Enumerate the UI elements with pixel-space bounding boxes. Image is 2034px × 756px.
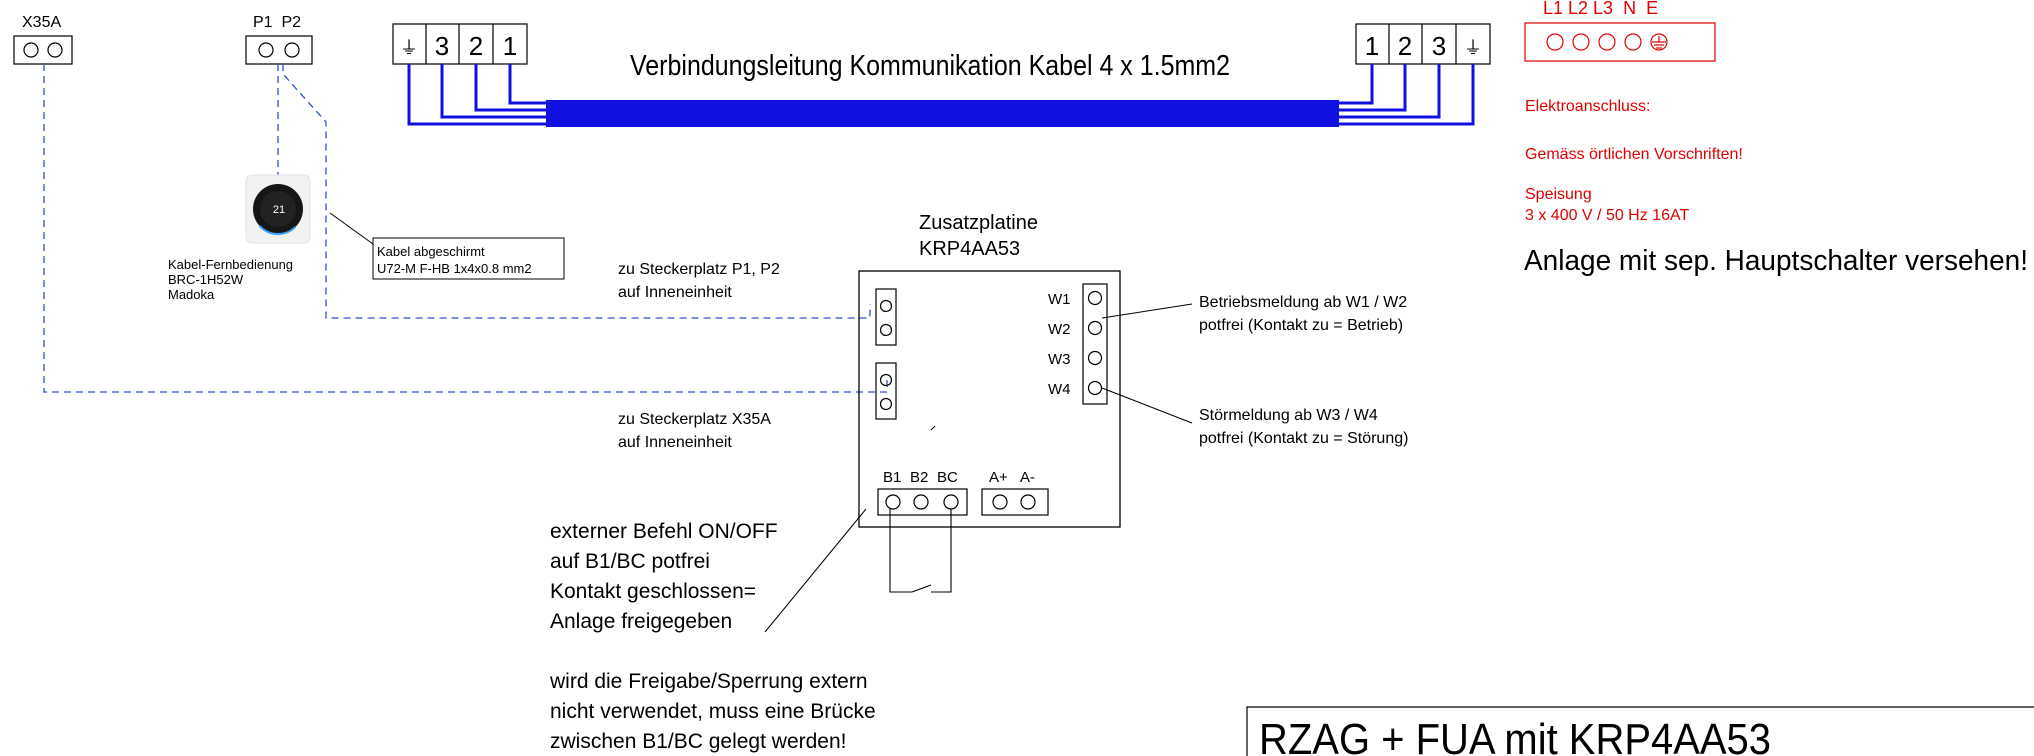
note-bridge: wird die Freigabe/Sperrung extern nicht … <box>549 670 876 753</box>
hauptschalter-note: Anlage mit sep. Hauptschalter versehen! <box>1524 245 2028 277</box>
left-terminal-3: 1 <box>503 31 517 61</box>
w4-label: W4 <box>1048 381 1071 398</box>
cable-note: Kabel abgeschirmt U72-M F-HB 1x4x0.8 mm2 <box>372 237 565 280</box>
power-elektro: Elektroanschluss: <box>1525 98 1650 115</box>
cable-note-line-2: U72-M F-HB 1x4x0.8 mm2 <box>377 261 532 276</box>
remote-display-value: 21 <box>273 204 285 216</box>
extern-leader <box>764 508 867 633</box>
cable-note-line-1: Kabel abgeschirmt <box>377 244 485 259</box>
remote-label-line-2: BRC-1H52W <box>168 272 244 287</box>
svg-text:auf Inneneinheit: auf Inneneinheit <box>618 434 732 451</box>
right-terminal-1: 2 <box>1398 31 1412 61</box>
power-speisung-value: 3 x 400 V / 50 Hz 16AT <box>1525 207 1689 224</box>
a-plus-label: A+ <box>989 469 1008 486</box>
p1p2-terminal: P1 P2 <box>245 14 313 65</box>
left-terminal-2: 2 <box>469 31 483 61</box>
title-block: RZAG + FUA mit KRP4AA53 <box>1246 706 2034 756</box>
svg-text:potfrei (Kontakt zu = Betrieb): potfrei (Kontakt zu = Betrieb) <box>1199 317 1403 334</box>
svg-text:auf Inneneinheit: auf Inneneinheit <box>618 284 732 301</box>
cable-note-leader <box>329 212 374 245</box>
svg-text:zu Steckerplatz P1, P2: zu Steckerplatz P1, P2 <box>618 261 780 278</box>
left-cable-terminal-block: ⏚ 3 2 1 <box>392 23 528 65</box>
remote-label-line-1: Kabel-Fernbedienung <box>168 257 293 272</box>
right-cable-terminal-block: 1 2 3 ⏚ <box>1355 23 1491 65</box>
w1-label: W1 <box>1048 291 1071 308</box>
svg-text:Anlage freigegeben: Anlage freigegeben <box>550 610 732 633</box>
svg-text:nicht verwendet, muss eine Brü: nicht verwendet, muss eine Brücke <box>550 700 876 723</box>
x35a-terminal: X35A <box>13 14 73 65</box>
note-extern: externer Befehl ON/OFF auf B1/BC potfrei… <box>550 520 778 633</box>
a-minus-label: A- <box>1020 469 1035 486</box>
remote-controller: 21 <box>245 174 311 244</box>
x35a-label: X35A <box>22 14 61 31</box>
svg-text:potfrei (Kontakt zu = Störung): potfrei (Kontakt zu = Störung) <box>1199 430 1408 447</box>
p1p2-label: P1 P2 <box>253 14 301 31</box>
external-switch <box>889 509 952 593</box>
svg-text:zu Steckerplatz X35A: zu Steckerplatz X35A <box>618 411 771 428</box>
w3-label: W3 <box>1048 351 1071 368</box>
remote-label: Kabel-Fernbedienung BRC-1H52W Madoka <box>168 257 293 302</box>
b1-label: B1 <box>883 469 901 486</box>
earth-icon <box>1650 33 1668 51</box>
remote-label-line-3: Madoka <box>168 287 215 302</box>
svg-text:KRP4AA53: KRP4AA53 <box>919 238 1020 260</box>
note-p1p2: zu Steckerplatz P1, P2 auf Inneneinheit <box>618 261 780 301</box>
title-block-text: RZAG + FUA mit KRP4AA53 <box>1259 715 1771 756</box>
right-terminal-0: 1 <box>1365 31 1379 61</box>
power-terminal: L1 L2 L3 N E <box>1524 0 1716 62</box>
board-title: Zusatzplatine KRP4AA53 <box>919 212 1038 260</box>
svg-text:wird die Freigabe/Sperrung ext: wird die Freigabe/Sperrung extern <box>549 670 868 693</box>
cable-bundle <box>546 100 1339 127</box>
power-terminal-labels: L1 L2 L3 N E <box>1543 0 1658 18</box>
note-x35a: zu Steckerplatz X35A auf Inneneinheit <box>618 411 771 451</box>
power-speisung: Speisung <box>1525 186 1592 203</box>
bc-label: BC <box>937 469 958 486</box>
cable-title: Verbindungsleitung Kommunikation Kabel 4… <box>630 50 1230 82</box>
svg-text:Kontakt geschlossen=: Kontakt geschlossen= <box>550 580 756 603</box>
svg-text:zwischen B1/BC gelegt werden!: zwischen B1/BC gelegt werden! <box>550 730 847 753</box>
svg-text:externer Befehl ON/OFF: externer Befehl ON/OFF <box>550 520 778 543</box>
svg-text:Zusatzplatine: Zusatzplatine <box>919 212 1038 234</box>
left-terminal-1: 3 <box>435 31 449 61</box>
leaders-w <box>1101 303 1193 424</box>
right-terminal-2: 3 <box>1432 31 1446 61</box>
b2-label: B2 <box>910 469 928 486</box>
svg-text:Störmeldung ab W3 / W4: Störmeldung ab W3 / W4 <box>1199 407 1378 424</box>
svg-text:auf B1/BC potfrei: auf B1/BC potfrei <box>550 550 710 573</box>
communication-cable <box>407 64 1475 126</box>
right-terminal-3: ⏚ <box>1464 38 1482 58</box>
w2-label: W2 <box>1048 321 1071 338</box>
power-vorschriften: Gemäss örtlichen Vorschriften! <box>1525 146 1743 163</box>
note-betrieb: Betriebsmeldung ab W1 / W2 potfrei (Kont… <box>1199 294 1407 334</box>
svg-text:Betriebsmeldung ab W1 / W2: Betriebsmeldung ab W1 / W2 <box>1199 294 1407 311</box>
krp4aa53-board: W1 W2 W3 W4 B1 B2 BC A+ A- <box>858 270 1121 528</box>
left-terminal-0: ⏚ <box>400 38 418 58</box>
note-stoerung: Störmeldung ab W3 / W4 potfrei (Kontakt … <box>1199 407 1408 447</box>
